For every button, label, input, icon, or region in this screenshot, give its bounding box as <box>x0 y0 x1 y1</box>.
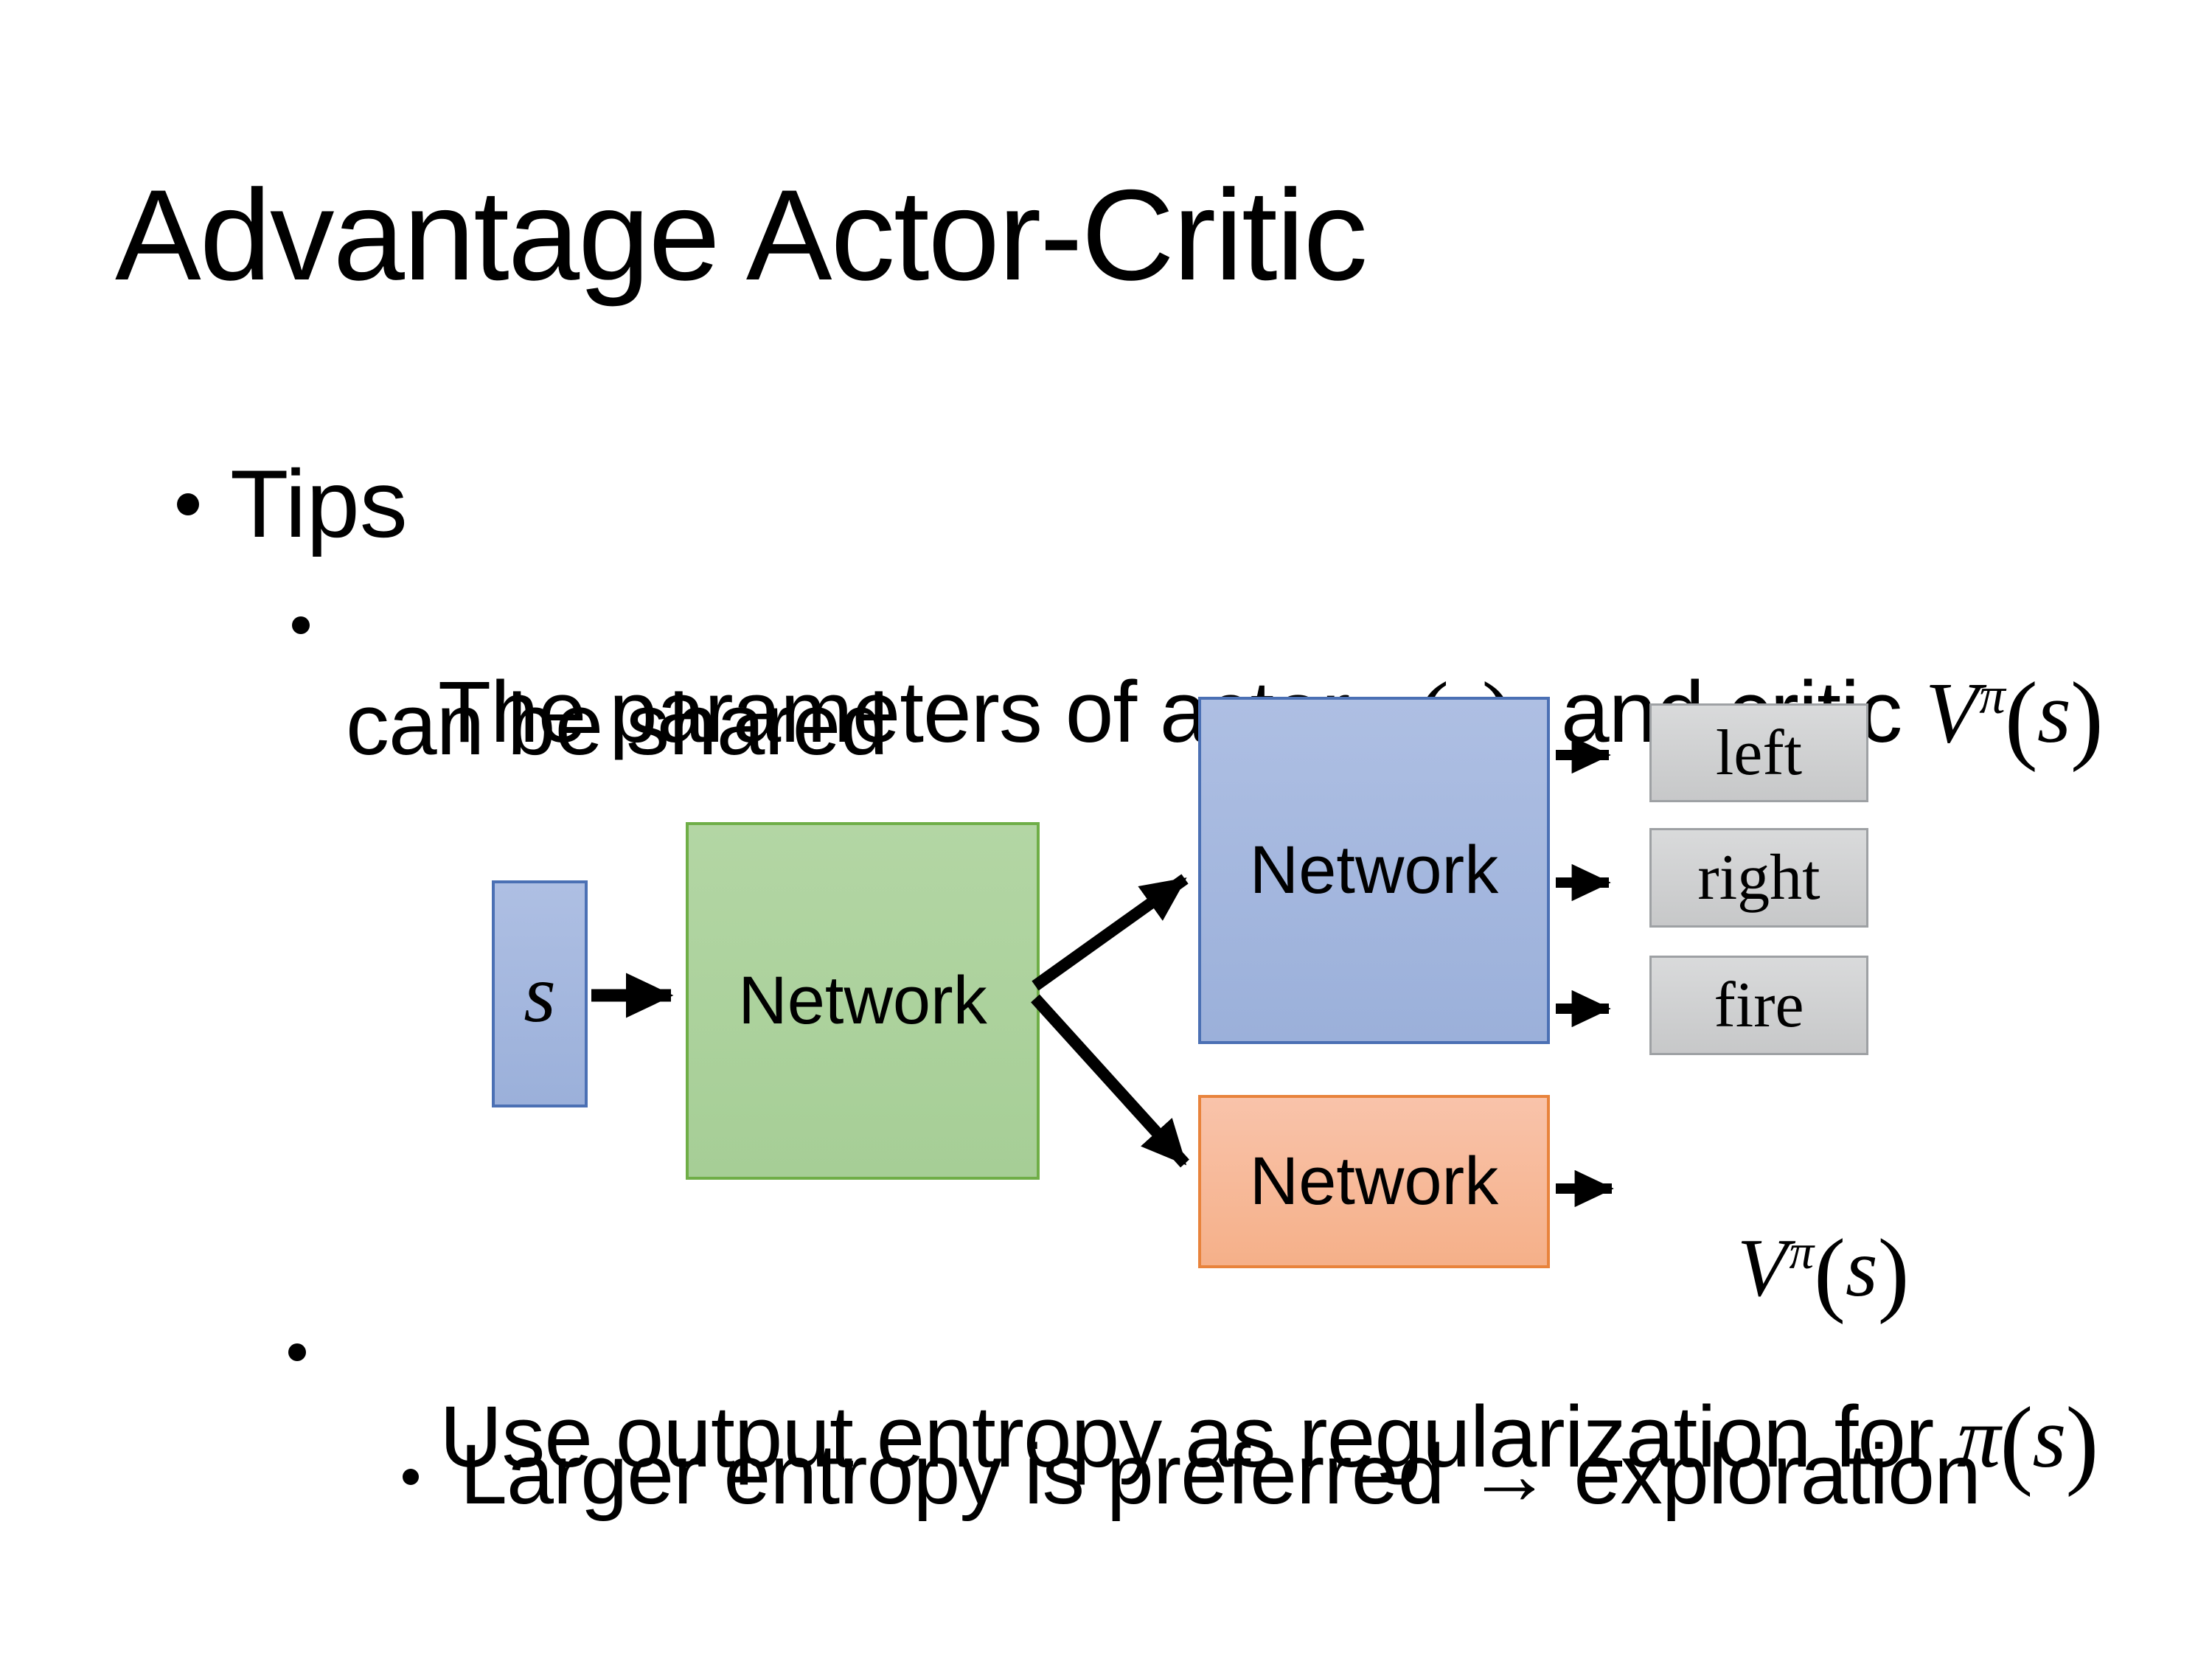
actor-network-box: Network <box>1198 697 1550 1044</box>
state-input-box: s <box>492 880 588 1107</box>
value-output-label: Vπ(s) <box>1655 1144 1909 1393</box>
math-paren: ) <box>2065 1387 2098 1498</box>
action-box-left: left <box>1649 703 1868 802</box>
action-label-left: left <box>1715 717 1803 789</box>
arrow-shared-to-actor <box>1032 874 1189 991</box>
math-paren: ( <box>1814 1219 1846 1325</box>
shared-network-label: Network <box>738 963 987 1038</box>
state-label: s <box>524 947 556 1040</box>
bullet-parameters-line2: can be shared <box>346 676 888 773</box>
math-V: V <box>1924 664 1978 761</box>
slide-title: Advantage Actor-Critic <box>115 164 1368 307</box>
action-label-fire: fire <box>1714 970 1804 1041</box>
math-s: s <box>2032 1389 2066 1486</box>
action-box-right: right <box>1649 828 1868 928</box>
math-V: V <box>1737 1222 1788 1314</box>
bullet-icon <box>288 1343 306 1361</box>
action-label-right: right <box>1697 842 1820 914</box>
math-paren: ) <box>2070 662 2104 773</box>
text-segment: Use output entropy as regularization for <box>439 1388 1958 1486</box>
critic-network-box: Network <box>1198 1095 1550 1268</box>
math-paren: ( <box>2004 662 2038 773</box>
math-s: s <box>2037 664 2071 761</box>
bullet-larger-entropy: Larger entropy is preferred → exploratio… <box>460 1427 1981 1522</box>
shared-network-box: Network <box>686 822 1040 1180</box>
bullet-tips: Tips <box>230 450 408 557</box>
critic-network-label: Network <box>1249 1144 1499 1219</box>
math-paren: ( <box>2000 1387 2033 1498</box>
bullet-icon <box>177 493 199 515</box>
arrow-shared-to-critic <box>1031 994 1189 1168</box>
bullet-entropy: Use output entropy as regularization for… <box>346 1307 2098 1570</box>
math-pi: π <box>1957 1389 2000 1486</box>
bullet-icon <box>292 616 310 634</box>
actor-network-label: Network <box>1249 832 1499 908</box>
action-box-fire: fire <box>1649 956 1868 1055</box>
math-pi-superscript: π <box>1979 667 2005 726</box>
math-s: s <box>1846 1222 1878 1314</box>
bullet-icon <box>403 1469 419 1485</box>
math-paren: ) <box>1877 1219 1910 1325</box>
math-pi-superscript: π <box>1789 1224 1815 1280</box>
